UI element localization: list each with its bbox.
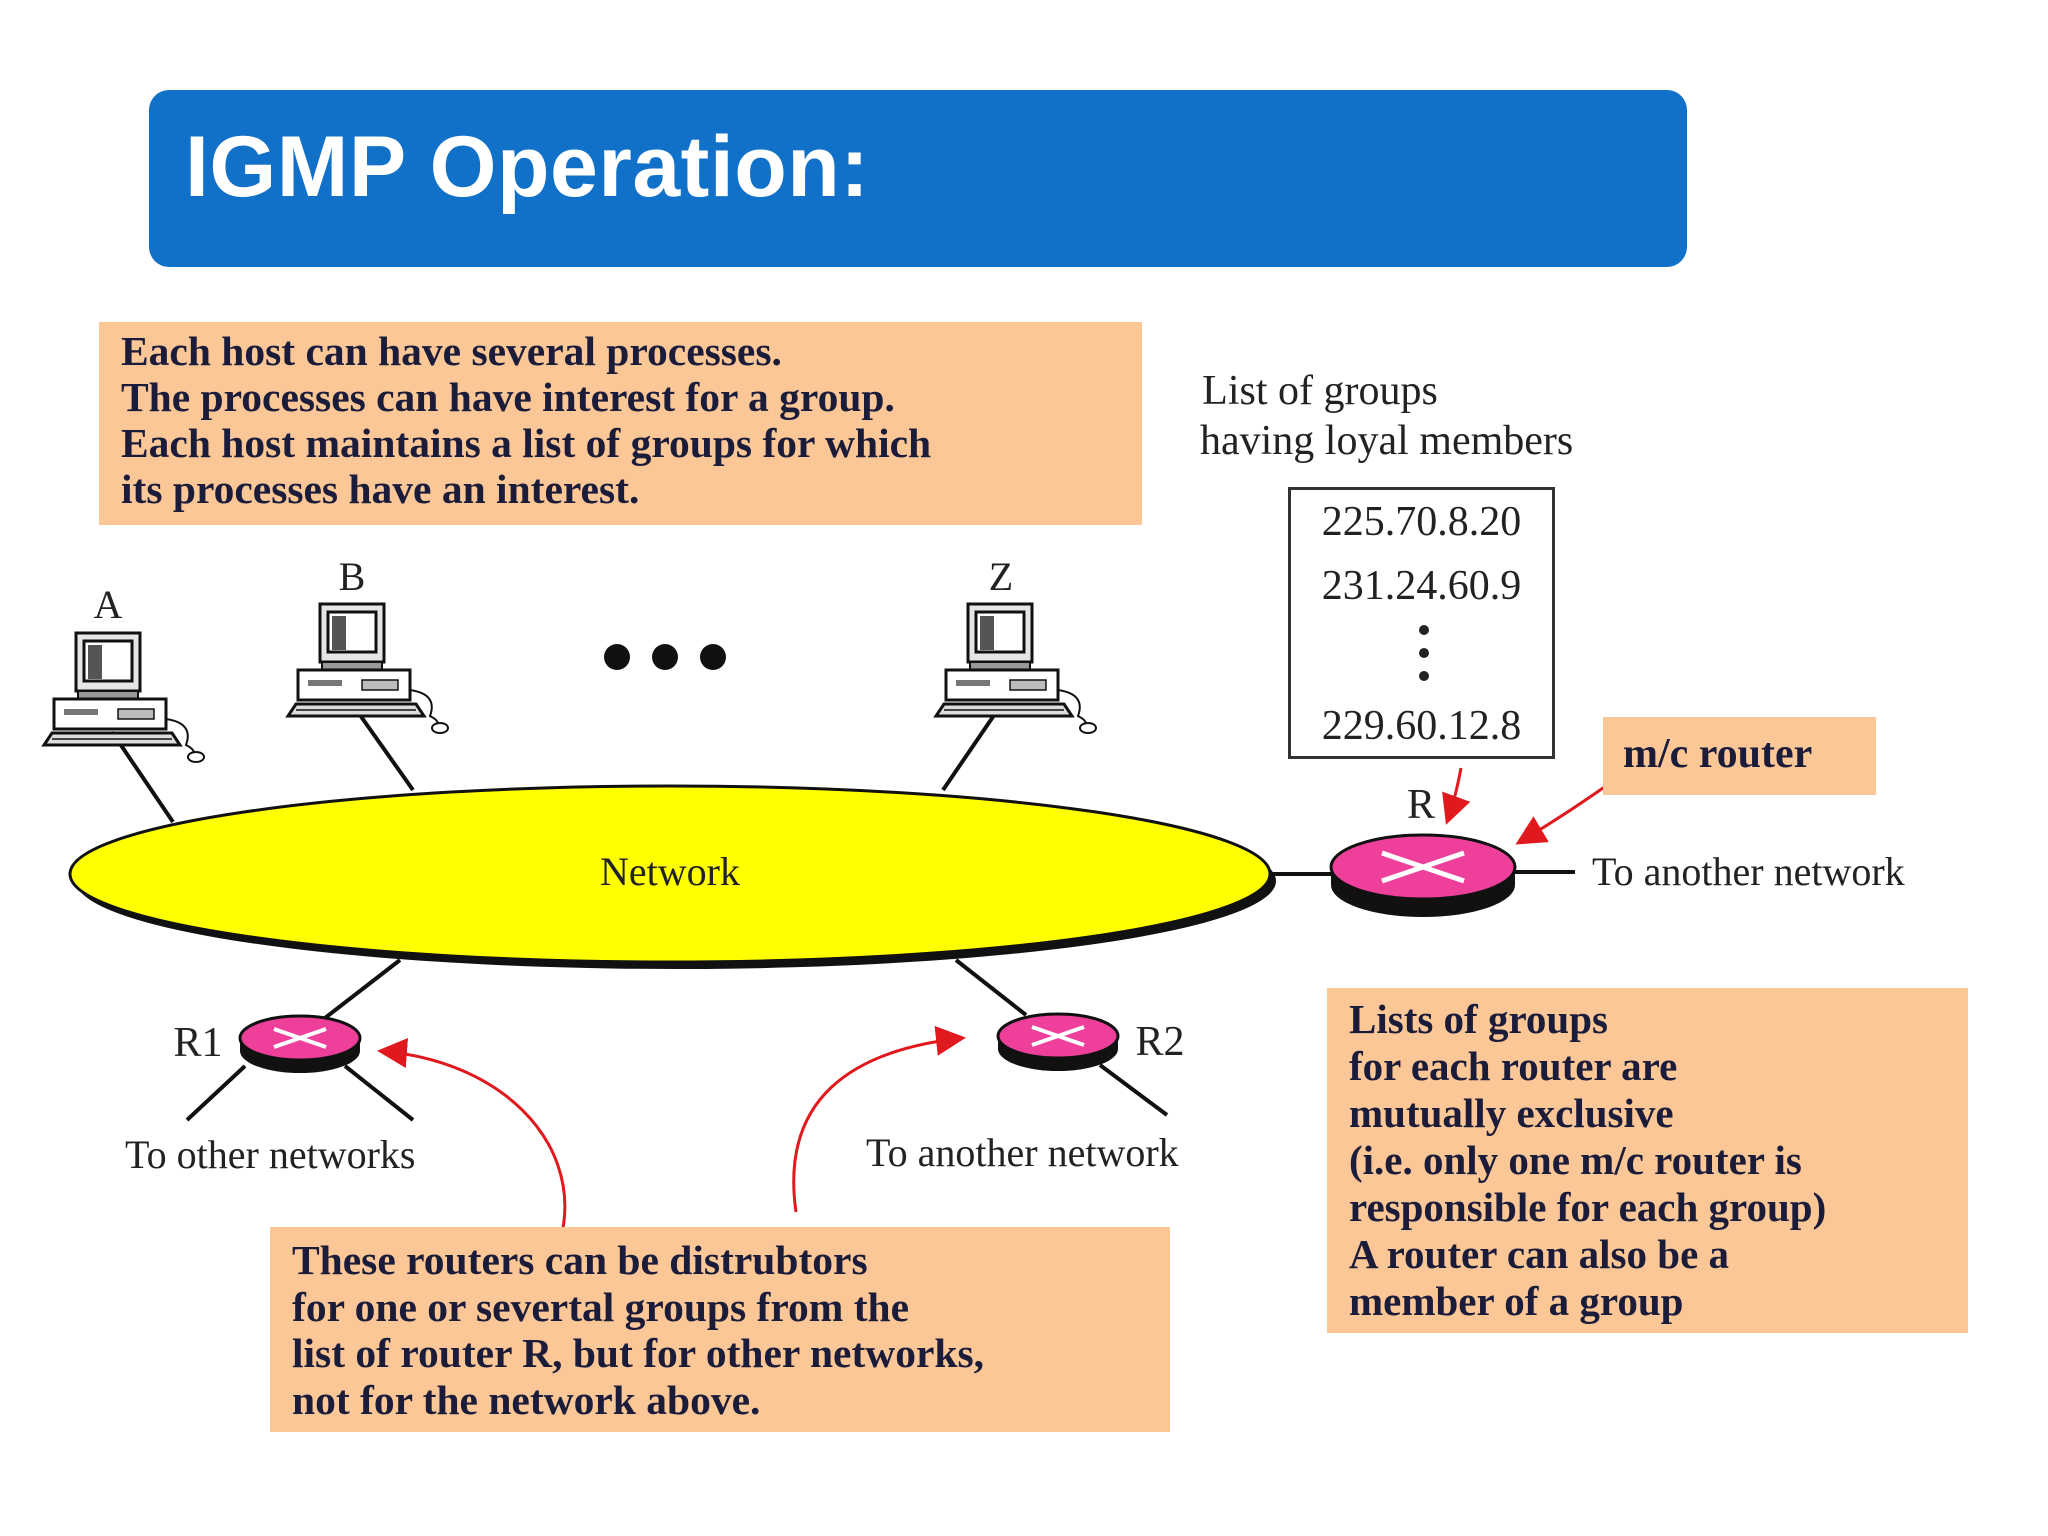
router-r-label: R: [1407, 782, 1435, 828]
r2-link-label: To another network: [866, 1130, 1179, 1175]
arrow-note-to-r2: [792, 1025, 966, 1213]
note-line: member of a group: [1349, 1278, 1684, 1324]
note-line: Each host maintains a list of groups for…: [121, 420, 932, 466]
note-line: its processes have an interest.: [121, 466, 640, 512]
note-line: These routers can be distrubtors: [292, 1237, 868, 1283]
more-hosts-ellipsis: [604, 644, 748, 675]
note-hosts: Each host can have several processes. Th…: [99, 322, 1142, 525]
group-list-dots: [1419, 625, 1429, 694]
note-line: Each host can have several processes.: [121, 328, 782, 374]
group-entry: 225.70.8.20: [1321, 499, 1522, 545]
arrow-list-to-r: [1442, 767, 1471, 825]
computer-a: [42, 631, 206, 764]
router-r2: [996, 1012, 1120, 1071]
group-list-box: 225.70.8.20 231.24.60.9 229.60.12.8: [1288, 487, 1555, 759]
note-routers: These routers can be distrubtors for one…: [270, 1227, 1170, 1432]
host-label-a: A: [94, 582, 123, 627]
note-mc-router: m/c router: [1603, 717, 1876, 795]
note-line: for one or severtal groups from the: [292, 1283, 910, 1330]
router-r1: [238, 1014, 362, 1073]
link-r2: [954, 958, 1028, 1017]
router-r1-label: R1: [173, 1020, 222, 1066]
computer-z: [934, 602, 1098, 735]
note-line: list of router R, but for other networks…: [292, 1330, 985, 1376]
arrow-note-to-r1: [377, 1038, 567, 1229]
note-line: mutually exclusive: [1349, 1090, 1674, 1136]
slide-title: IGMP Operation:: [185, 119, 870, 215]
note-line: (i.e. only one m/c router is: [1349, 1137, 1802, 1183]
note-line: The processes can have interest for a gr…: [121, 374, 895, 420]
group-list-caption: List of groups having loyal members: [1200, 366, 1574, 466]
group-entry: 231.24.60.9: [1321, 563, 1522, 609]
host-label-z: Z: [989, 554, 1013, 599]
note-line: for each router are: [1349, 1043, 1678, 1089]
r1-link-label: To other networks: [125, 1132, 415, 1177]
computer-b: [286, 602, 450, 735]
link-z: [941, 706, 1001, 792]
note-line: m/c router: [1623, 731, 1813, 777]
note-line: Lists of groups: [1349, 996, 1608, 1042]
note-line: not for the network above.: [292, 1376, 761, 1423]
note-lists: Lists of groups for each router are mutu…: [1327, 988, 1968, 1333]
network-ellipse: [68, 784, 1272, 964]
group-list-caption-line2: having loyal members: [1200, 418, 1574, 464]
link-b: [353, 706, 415, 792]
r-link-label: To another network: [1592, 849, 1905, 894]
host-label-b: B: [339, 554, 366, 599]
router-r2-label: R2: [1135, 1019, 1184, 1065]
title-bar: [149, 90, 1687, 267]
note-line: responsible for each group): [1349, 1184, 1827, 1230]
router-r: [1329, 833, 1517, 917]
network-label: Network: [600, 849, 740, 894]
group-entry: 229.60.12.8: [1321, 703, 1522, 749]
group-list-caption-line1: List of groups: [1202, 368, 1438, 414]
note-line: A router can also be a: [1349, 1231, 1730, 1277]
link-r1: [323, 958, 402, 1020]
link-a: [110, 730, 175, 824]
